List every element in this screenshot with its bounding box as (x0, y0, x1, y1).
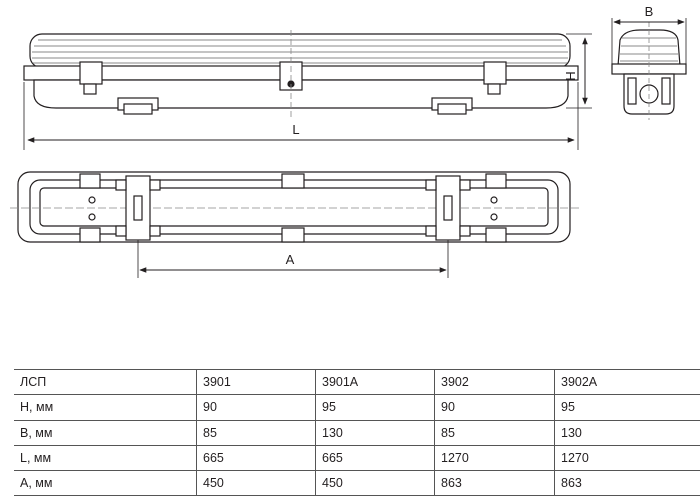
table-cell: 863 (554, 470, 700, 497)
table-row: B, мм 85 130 85 130 (14, 420, 700, 446)
table-header-row: ЛСП 3901 3901A 3902 3902A (14, 368, 700, 396)
table-cell: 130 (315, 420, 435, 446)
table-row: L, мм 665 665 1270 1270 (14, 445, 700, 472)
top-mount-brackets (115, 175, 471, 241)
table-cell: L, мм (14, 445, 197, 472)
table-cell: B, мм (14, 420, 197, 446)
table-cell: 85 (196, 420, 316, 446)
table-header-cell: 3901 (196, 368, 316, 396)
end-view (611, 18, 687, 120)
luminaire-drawing: L H B (10, 4, 687, 278)
side-clips (79, 61, 507, 95)
table-cell: 90 (434, 394, 555, 421)
table-cell: 95 (554, 394, 700, 421)
table-header-cell: 3902A (554, 368, 700, 396)
dimension-label-a: A (286, 252, 295, 267)
table-cell: 1270 (434, 445, 555, 472)
table-cell: 665 (315, 445, 435, 472)
table-cell: 450 (196, 470, 316, 497)
table-cell: 450 (315, 470, 435, 497)
side-mount-brackets (117, 97, 473, 115)
table-cell: 665 (196, 445, 316, 472)
table-row: A, мм 450 450 863 863 (14, 470, 700, 497)
top-view (10, 171, 580, 278)
top-screws (88, 196, 498, 221)
spec-table: ЛСП 3901 3901A 3902 3902A H, мм 90 95 90… (14, 368, 700, 497)
table-cell: A, мм (14, 470, 197, 497)
top-clips (79, 173, 507, 243)
table-cell: 90 (196, 394, 316, 421)
dimension-label-h: H (563, 71, 578, 80)
table-cell: 95 (315, 394, 435, 421)
table-header-cell: 3901A (315, 368, 435, 396)
table-cell: H, мм (14, 394, 197, 421)
side-view (23, 30, 592, 150)
table-cell: 863 (434, 470, 555, 497)
table-row: H, мм 90 95 90 95 (14, 394, 700, 421)
table-header-cell: ЛСП (14, 368, 197, 396)
table-header-cell: 3902 (434, 368, 555, 396)
table-cell: 130 (554, 420, 700, 446)
table-cell: 1270 (554, 445, 700, 472)
dimension-label-b: B (645, 4, 654, 19)
side-ribs (32, 39, 568, 64)
dimension-label-l: L (292, 122, 299, 137)
table-cell: 85 (434, 420, 555, 446)
